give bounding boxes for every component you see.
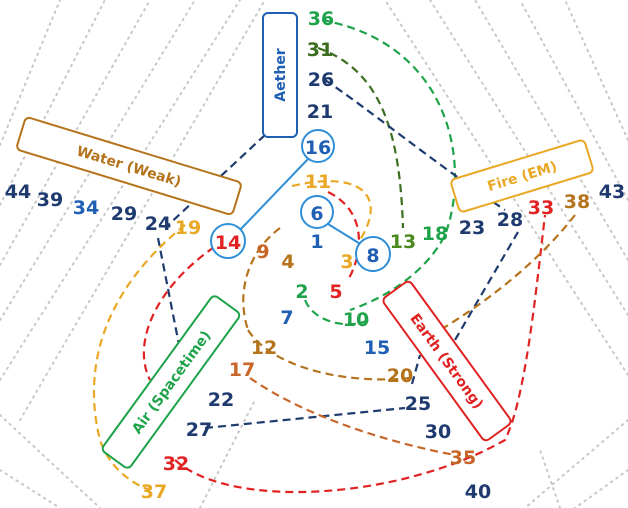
- number-labels: 1234567891011121314151617181920212223242…: [5, 8, 625, 503]
- number-10: 10: [343, 309, 369, 331]
- highlight-rings: [210, 129, 391, 272]
- curve-orange-fire: [439, 214, 576, 331]
- number-6: 6: [310, 203, 323, 225]
- curve-yellow-left: [92, 224, 186, 492]
- curve-red-bottom: [174, 214, 547, 494]
- connection-curves: [92, 18, 576, 494]
- ring-14: [210, 223, 246, 259]
- ring-8: [355, 236, 391, 272]
- curve-rust: [249, 377, 456, 457]
- circle-links: [237, 157, 363, 246]
- aether-label: Aether: [262, 12, 298, 138]
- curve-navy-earth: [410, 354, 422, 385]
- number-38: 38: [564, 191, 590, 213]
- number-12: 12: [251, 337, 277, 359]
- number-9: 9: [256, 241, 269, 263]
- number-18: 18: [422, 223, 448, 245]
- number-33: 33: [528, 197, 554, 219]
- number-28: 28: [497, 209, 523, 231]
- number-26: 26: [308, 69, 334, 91]
- number-19: 19: [175, 217, 201, 239]
- curve-olive: [317, 46, 405, 229]
- curve-orange-inner: [242, 227, 281, 331]
- number-29: 29: [111, 203, 137, 225]
- number-14: 14: [215, 232, 241, 254]
- curve-navy-fire: [454, 231, 519, 341]
- ring-16: [301, 129, 335, 163]
- number-20: 20: [387, 365, 413, 387]
- number-30: 30: [425, 421, 451, 443]
- number-8: 8: [366, 245, 379, 267]
- earth-label: Earth (Strong): [382, 280, 512, 442]
- number-25: 25: [405, 393, 431, 415]
- curve-red-left: [142, 239, 226, 381]
- number-17: 17: [229, 359, 255, 381]
- number-2: 2: [295, 281, 308, 303]
- number-27: 27: [186, 419, 212, 441]
- curve-green-low: [303, 299, 373, 326]
- number-44: 44: [5, 181, 31, 203]
- aether-label-text: Aether: [273, 48, 289, 101]
- number-35: 35: [450, 447, 476, 469]
- number-40: 40: [465, 481, 491, 503]
- number-43: 43: [599, 181, 625, 203]
- number-1: 1: [310, 231, 323, 253]
- number-22: 22: [208, 389, 234, 411]
- curve-navy-air: [204, 406, 406, 430]
- number-24: 24: [145, 213, 171, 235]
- number-39: 39: [37, 189, 63, 211]
- number-32: 32: [163, 453, 189, 475]
- curve-yellow-top: [291, 180, 372, 241]
- number-31: 31: [307, 39, 333, 61]
- number-13: 13: [390, 231, 416, 253]
- curve-orange-lower: [247, 329, 411, 381]
- element-labels: Aether Water (Weak) Fire (EM) Earth (Str…: [16, 12, 594, 469]
- number-4: 4: [281, 251, 294, 273]
- fire-label: Fire (EM): [450, 139, 594, 213]
- number-34: 34: [73, 197, 99, 219]
- number-23: 23: [459, 217, 485, 239]
- number-36: 36: [308, 8, 334, 30]
- ring-6: [300, 195, 334, 229]
- number-37: 37: [141, 481, 167, 503]
- number-3: 3: [340, 251, 353, 273]
- number-21: 21: [307, 101, 333, 123]
- number-16: 16: [305, 137, 331, 159]
- curve-red-inner: [327, 191, 360, 281]
- number-15: 15: [364, 337, 390, 359]
- number-7: 7: [280, 307, 293, 329]
- curve-green-spiral: [321, 18, 457, 312]
- number-11: 11: [305, 171, 331, 193]
- curve-navy-down: [156, 237, 184, 361]
- number-5: 5: [329, 281, 342, 303]
- air-label: Air (Spacetime): [101, 295, 241, 469]
